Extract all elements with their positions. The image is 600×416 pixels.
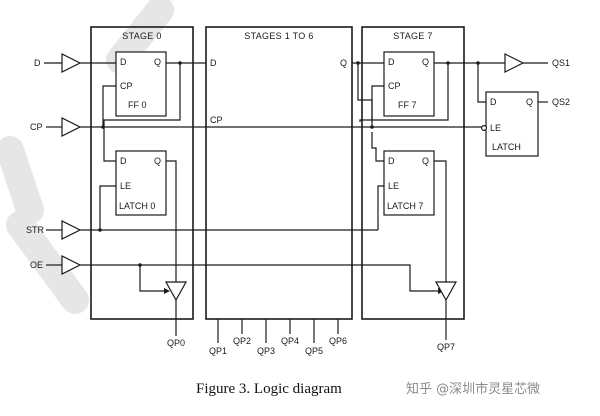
stage-0-title: STAGE 0 (122, 31, 161, 41)
latch0-name: LATCH 0 (119, 201, 155, 211)
latch0-pin-le: LE (120, 181, 131, 191)
qs1-buffer (504, 53, 525, 73)
ff0-pin-cp: CP (120, 81, 133, 91)
latch7-pin-q: Q (422, 156, 429, 166)
output-label-qp2: QP2 (233, 336, 251, 346)
mid-pin-d: D (210, 58, 217, 68)
output-label-qp4: QP4 (281, 336, 299, 346)
input-label-d: D (34, 58, 41, 68)
stages-1-to-6-title: STAGES 1 TO 6 (244, 31, 313, 41)
output-latch-pin-le: LE (490, 123, 501, 133)
output-label-qp0: QP0 (167, 338, 185, 348)
latch7-pin-d: D (388, 156, 395, 166)
watermark-text: 知乎 @深圳市灵星芯微 (406, 381, 540, 397)
mid-pin-cp: CP (210, 115, 223, 125)
ff0-cell (115, 51, 167, 117)
latch0-cell (115, 150, 167, 216)
input-label-cp: CP (30, 122, 43, 132)
wiring (80, 53, 548, 343)
output-latch-cell (485, 91, 539, 157)
stage-0-block (90, 26, 194, 320)
stage-7-title: STAGE 7 (393, 31, 432, 41)
input-buffer-oe (61, 255, 82, 275)
ff7-pin-cp: CP (388, 81, 401, 91)
ff0-pin-d: D (120, 57, 127, 67)
output-label-qp5: QP5 (305, 346, 323, 356)
ff7-pin-d: D (388, 57, 395, 67)
output-latch-pin-d: D (490, 97, 497, 107)
input-buffer-str (61, 220, 82, 240)
output-label-qs2: QS2 (552, 97, 570, 107)
stages-1-to-6-block (205, 26, 353, 320)
input-label-str: STR (26, 225, 45, 235)
input-buffer-d (61, 53, 82, 73)
latch7-cell (383, 150, 435, 216)
output-latch-pin-q: Q (526, 97, 533, 107)
latch0-pin-d: D (120, 156, 127, 166)
mid-pin-q: Q (340, 58, 347, 68)
input-label-oe: OE (30, 260, 43, 270)
output-label-qp3: QP3 (257, 346, 275, 356)
qp7-buffer (434, 281, 458, 302)
stage-7-block (361, 26, 465, 320)
latch7-pin-le: LE (388, 181, 399, 191)
output-label-qs1: QS1 (552, 58, 570, 68)
latch0-pin-q: Q (154, 156, 161, 166)
figure-caption: Figure 3. Logic diagram (196, 381, 342, 397)
ff0-pin-q: Q (154, 57, 161, 67)
latch7-name: LATCH 7 (387, 201, 423, 211)
input-buffer-cp (61, 117, 82, 137)
ff7-pin-q: Q (422, 57, 429, 67)
ff7-cell (383, 51, 435, 117)
output-latch-name: LATCH (492, 142, 521, 152)
qp0-buffer (164, 281, 188, 302)
output-label-qp7: QP7 (437, 342, 455, 352)
ff7-name: FF 7 (398, 100, 417, 110)
ff0-name: FF 0 (128, 100, 147, 110)
output-label-qp1: QP1 (209, 346, 227, 356)
output-label-qp6: QP6 (329, 336, 347, 346)
